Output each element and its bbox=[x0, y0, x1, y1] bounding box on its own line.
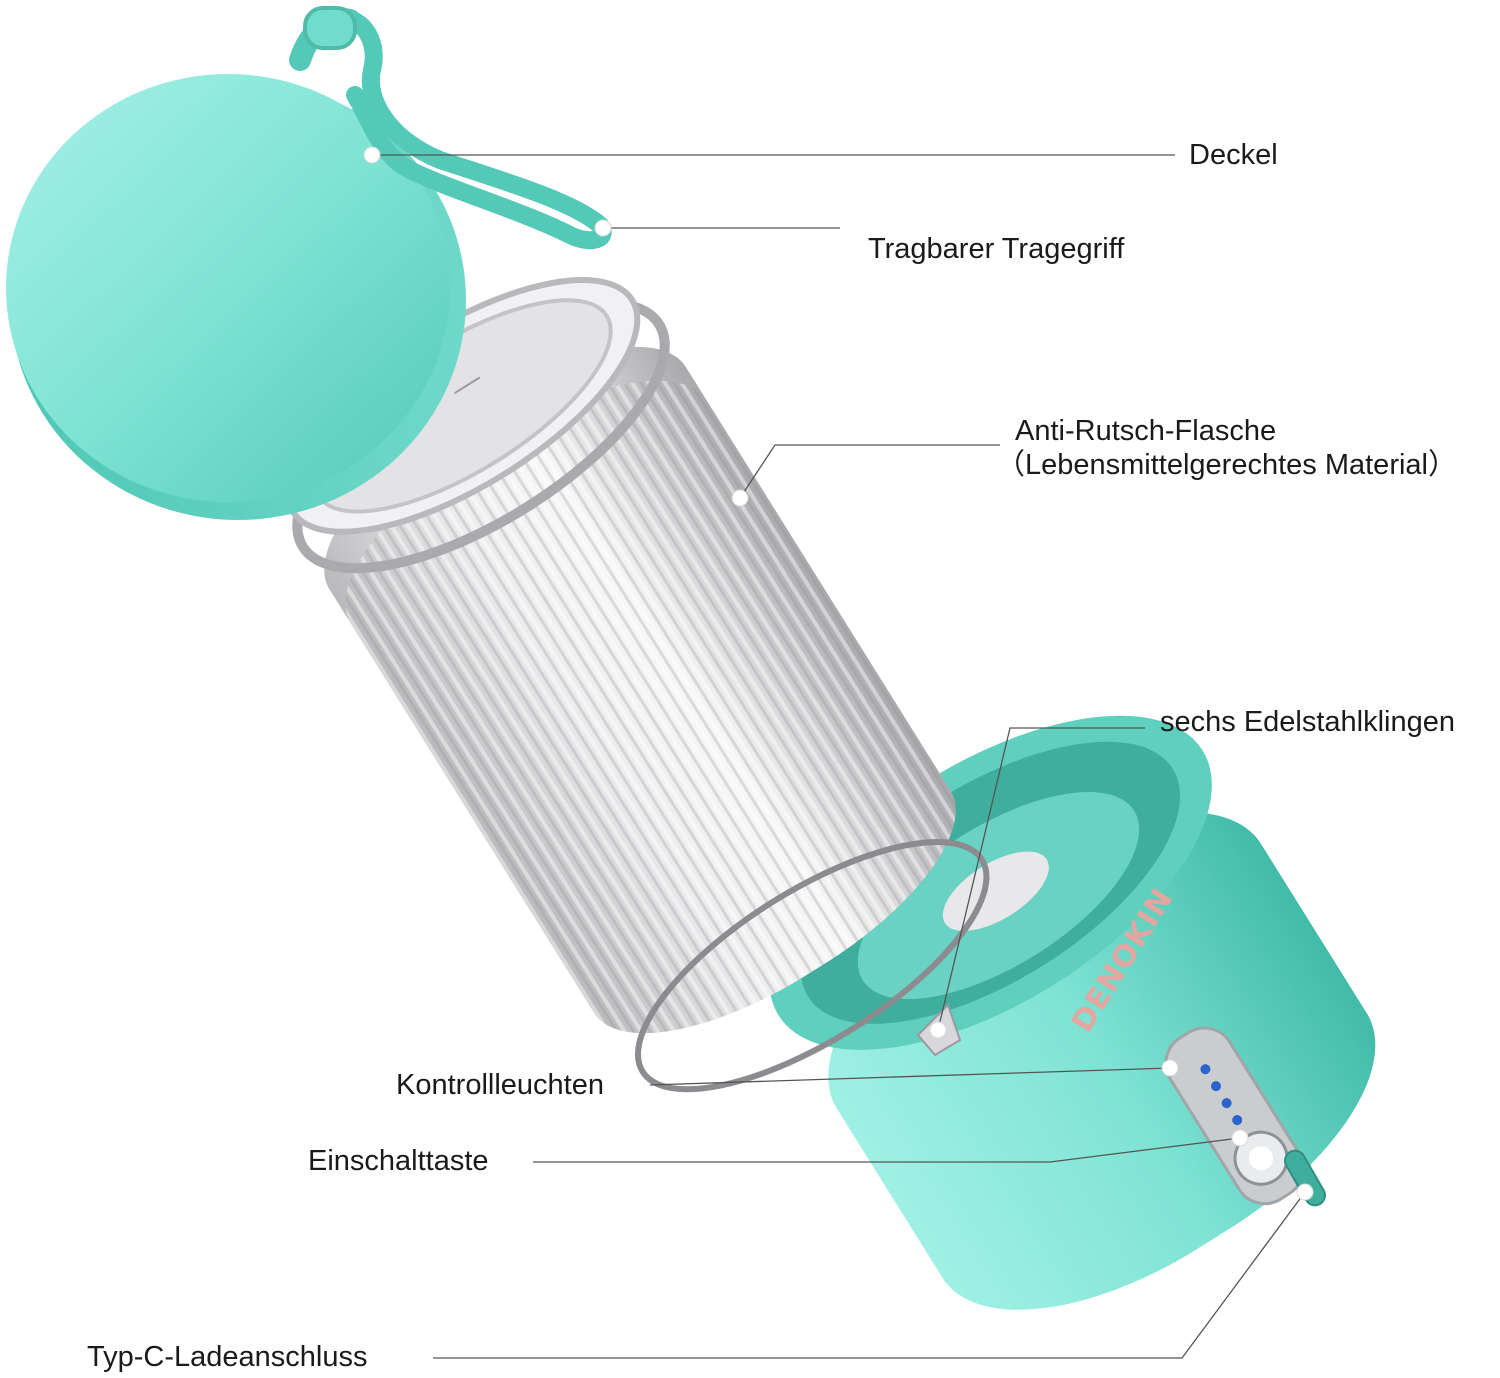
indicator-light-icon bbox=[1232, 1115, 1243, 1126]
label-kontrollleuchten: Kontrollleuchten bbox=[396, 1069, 604, 1101]
usb-c-port-icon bbox=[1284, 1149, 1326, 1207]
callout-dot-icon bbox=[594, 219, 612, 237]
leader-lines bbox=[372, 154, 1306, 1359]
lid bbox=[6, 74, 466, 520]
control-panel bbox=[1164, 1026, 1305, 1206]
callout-dot-icon bbox=[929, 1021, 947, 1039]
label-deckel: Deckel bbox=[1189, 139, 1278, 171]
label-ladeanschluss: Typ-C-Ladeanschluss bbox=[87, 1341, 368, 1373]
leader-klingen bbox=[937, 727, 1145, 1031]
callout-dots bbox=[363, 146, 1314, 1201]
label-flasche-line2: （Lebensmittelgerechtes Material） bbox=[996, 449, 1457, 481]
label-klingen: sechs Edelstahlklingen bbox=[1160, 706, 1456, 738]
indicator-light-icon bbox=[1200, 1064, 1211, 1075]
indicator-light-icon bbox=[1210, 1081, 1221, 1092]
callout-dot-icon bbox=[1161, 1059, 1179, 1077]
callout-dot-icon bbox=[1231, 1129, 1249, 1147]
callout-dot-icon bbox=[731, 489, 749, 507]
leader-einschalttaste bbox=[533, 1137, 1241, 1163]
label-tragegriff: Tragbarer Tragegriff bbox=[868, 233, 1125, 265]
callout-dot-icon bbox=[363, 146, 381, 164]
indicator-light-icon bbox=[1221, 1098, 1232, 1109]
label-einschalttaste: Einschalttaste bbox=[308, 1145, 489, 1177]
carry-handle bbox=[289, 6, 612, 250]
leader-kontrollleuchten bbox=[649, 1067, 1171, 1086]
label-flasche-line1: Anti-Rutsch-Flasche bbox=[1015, 415, 1277, 447]
callout-dot-icon bbox=[1296, 1183, 1314, 1201]
leader-ladeanschluss bbox=[433, 1191, 1306, 1359]
motor-base bbox=[769, 715, 1376, 1310]
leader-flasche bbox=[739, 444, 1000, 499]
